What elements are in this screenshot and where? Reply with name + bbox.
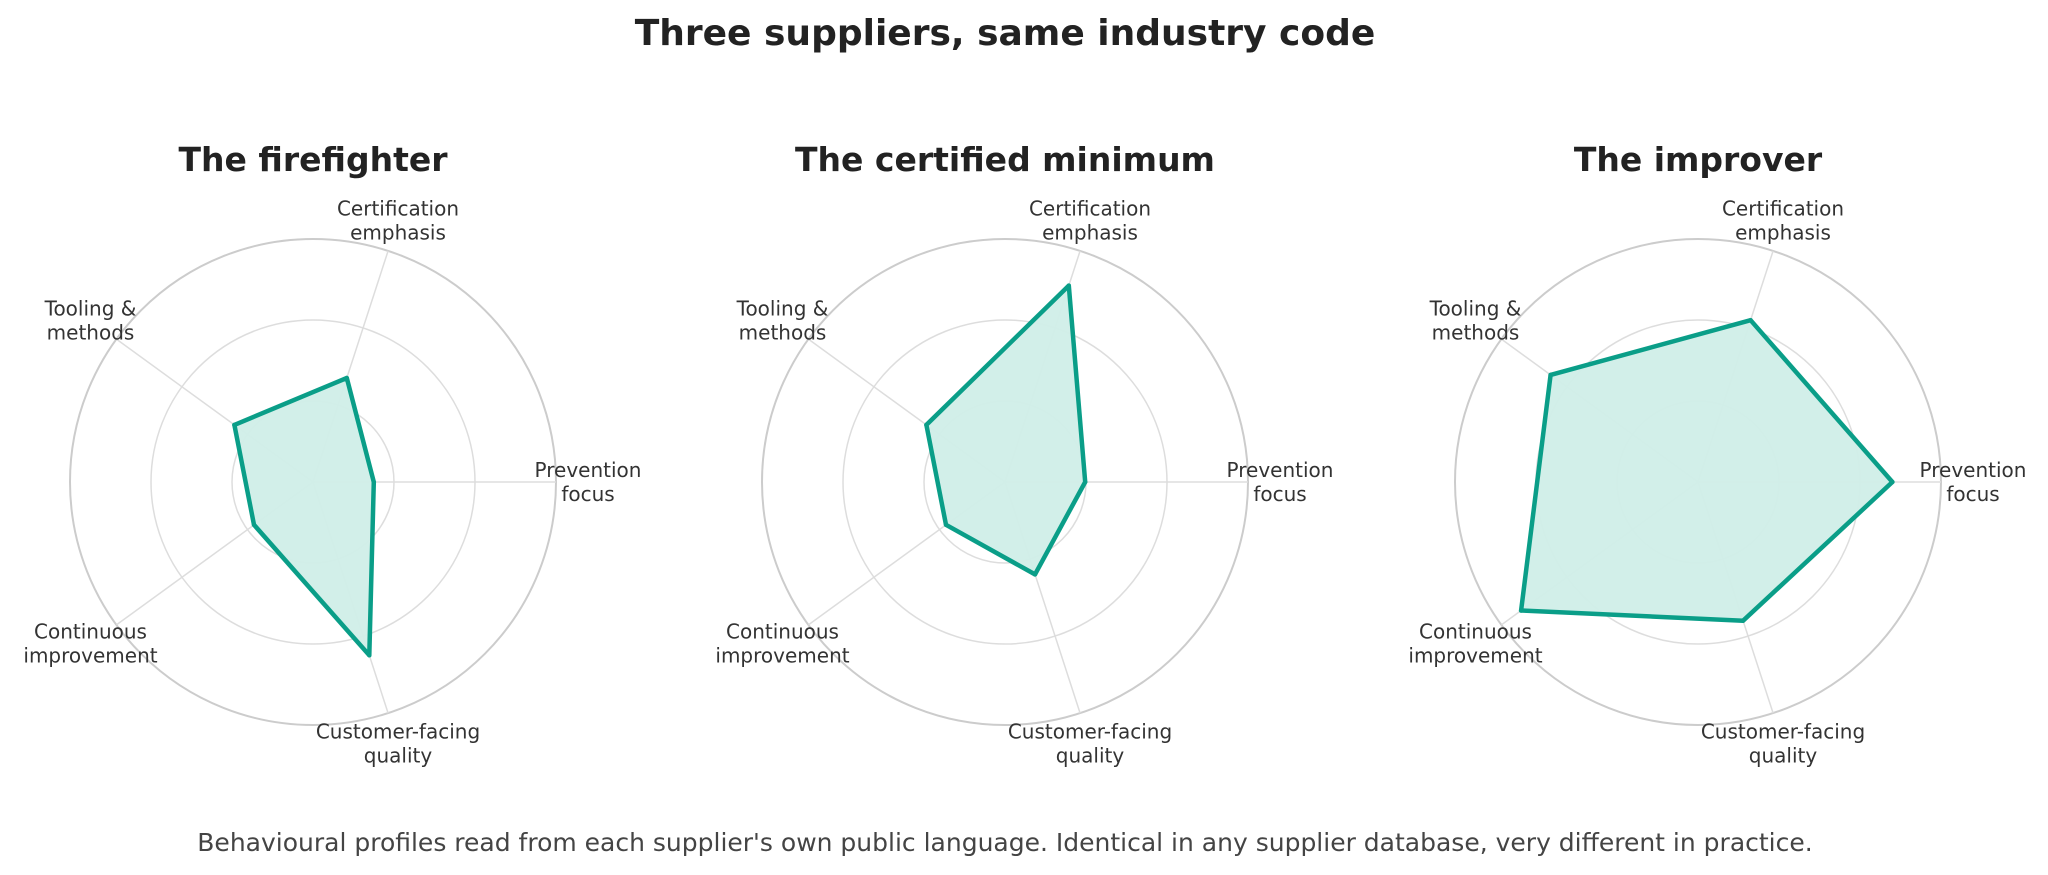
data-point-tooling-and-methods xyxy=(232,422,237,428)
data-outline xyxy=(924,283,1088,577)
data-point-continuous-improvement xyxy=(251,522,257,528)
data-point-prevention-focus xyxy=(1890,479,1895,485)
data-point-continuous-improvement xyxy=(943,522,949,528)
data-area xyxy=(1521,320,1893,621)
data-point-certification-emphasis xyxy=(1066,283,1072,288)
panel-title: The certified minimum xyxy=(795,140,1215,179)
data-area xyxy=(234,378,374,656)
data-point-prevention-focus xyxy=(1082,479,1088,485)
data-point-certification-emphasis xyxy=(344,375,349,381)
data-point-customer-facing-quality xyxy=(1740,618,1746,623)
figure-caption: Behavioural profiles read from each supp… xyxy=(197,828,1812,857)
data-point-continuous-improvement xyxy=(1518,608,1524,613)
data-point-customer-facing-quality xyxy=(367,653,372,658)
data-outline xyxy=(232,375,377,658)
panel-title: The firefighter xyxy=(179,140,449,179)
data-point-prevention-focus xyxy=(371,479,376,485)
axis-label-tooling-and-methods: Tooling &methods xyxy=(44,296,137,344)
data-point-certification-emphasis xyxy=(1748,318,1753,323)
data-outline xyxy=(1518,317,1895,623)
panel-title: The improver xyxy=(1574,140,1823,179)
data-point-customer-facing-quality xyxy=(1032,572,1038,577)
axis-label-tooling-and-methods: Tooling &methods xyxy=(736,296,829,344)
data-point-tooling-and-methods xyxy=(1548,372,1553,378)
data-area xyxy=(926,285,1086,575)
axis-label-tooling-and-methods: Tooling &methods xyxy=(1429,296,1522,344)
figure-title: Three suppliers, same industry code xyxy=(635,13,1376,54)
data-point-tooling-and-methods xyxy=(924,422,929,428)
